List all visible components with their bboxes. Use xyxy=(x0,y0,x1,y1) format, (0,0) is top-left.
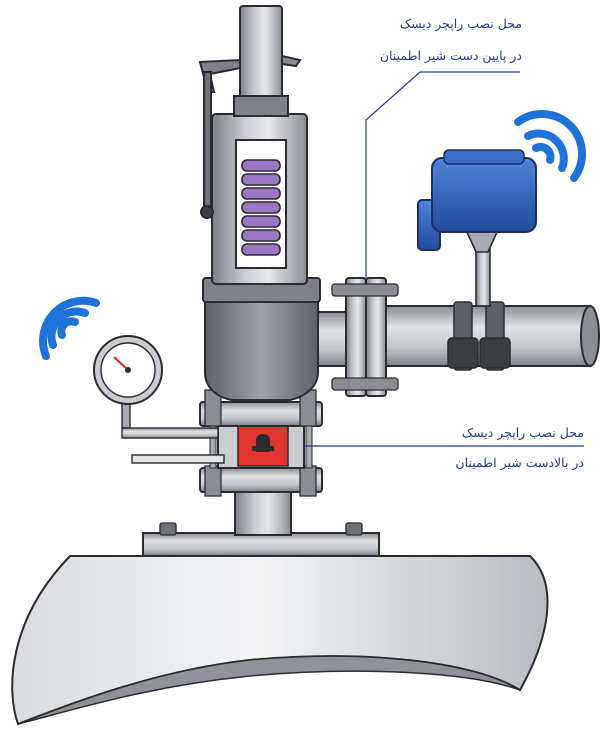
annotation-downstream-line2: در پایین دست شیر اطمینان xyxy=(379,48,522,63)
annotation-upstream-line1: محل نصب راپچر دیسک xyxy=(461,425,584,440)
pipe-clamps xyxy=(447,301,511,371)
lower-flange xyxy=(199,465,323,497)
annotation-downstream: محل نصب راپچر دیسک در پایین دست شیر اطمی… xyxy=(380,16,522,64)
valve-stem-cap xyxy=(233,5,289,117)
annotation-downstream-line1: محل نصب راپچر دیسک xyxy=(399,16,522,31)
annotation-upstream: محل نصب راپچر دیسک در بالادست شیر اطمینا… xyxy=(455,425,584,471)
pressure-gauge-icon xyxy=(93,335,225,464)
tank-nozzle-plate xyxy=(142,532,380,557)
annotation-upstream-line2: در بالادست شیر اطمینان xyxy=(455,455,584,470)
inlet-riser-pipe xyxy=(234,489,292,536)
rupture-disc-upstream xyxy=(237,425,289,467)
valve-body xyxy=(202,277,321,401)
wifi-signal-icon xyxy=(39,296,100,360)
upper-flange xyxy=(199,389,323,469)
wifi-signal-icon xyxy=(514,110,586,182)
outlet-flange xyxy=(331,277,399,397)
transmitter-icon xyxy=(417,149,537,307)
tank-dome xyxy=(11,555,549,726)
leader-line-downstream xyxy=(365,71,520,278)
lifting-lever xyxy=(198,54,302,219)
spring xyxy=(241,159,281,256)
